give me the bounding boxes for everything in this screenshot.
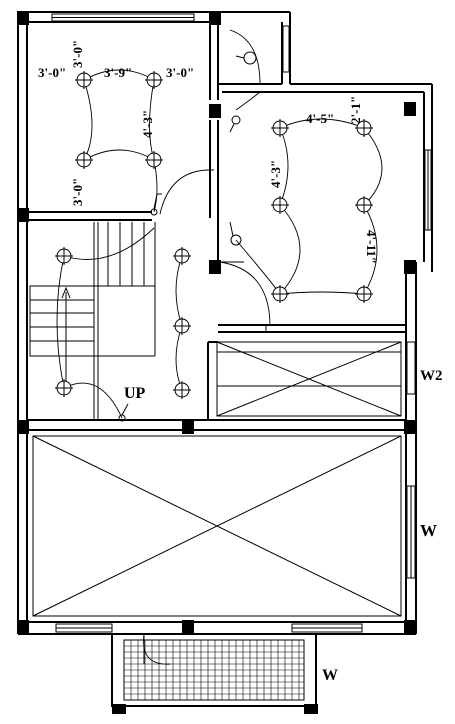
column (404, 260, 416, 274)
electrical-layout (55, 51, 383, 422)
window-label-w: W (420, 521, 437, 540)
column (209, 260, 221, 274)
windows (51, 13, 432, 633)
columns (17, 11, 416, 634)
light-point-icon (355, 285, 373, 303)
column (182, 420, 194, 434)
porch-post (304, 704, 318, 714)
light-point-icon (55, 247, 73, 265)
column (209, 104, 221, 118)
light-point-icon (355, 119, 373, 137)
dim-label: 4'-5" (306, 111, 334, 126)
column (17, 208, 29, 222)
interior-walls (27, 22, 406, 431)
column (404, 102, 416, 116)
column (17, 420, 29, 434)
dim-label: 4'-11" (364, 230, 379, 264)
dim-label: 3'-0" (166, 65, 194, 80)
porch-post (112, 704, 126, 714)
light-point-icon (55, 379, 73, 397)
switch-board (229, 221, 242, 246)
doors (143, 29, 271, 665)
dim-label: 3'-9" (104, 65, 132, 80)
switch-board (118, 403, 129, 422)
column (17, 620, 29, 634)
dim-label: 3'-0" (70, 40, 85, 68)
column (182, 620, 194, 634)
window-label-w2: W2 (420, 368, 443, 384)
light-point-icon (75, 151, 93, 169)
dim-label: 2'-1" (348, 96, 363, 124)
light-point-icon (75, 71, 93, 89)
cross-areas (32, 341, 402, 617)
light-point-icon (145, 71, 163, 89)
staircase (29, 222, 156, 420)
room-labels: UP W2 W W (124, 368, 443, 684)
light-point-icon (145, 151, 163, 169)
column (209, 11, 221, 25)
light-point-icon (271, 285, 289, 303)
stair-up-label: UP (124, 385, 146, 402)
dim-label: 4'-3" (268, 160, 283, 188)
light-point-icon (271, 119, 289, 137)
column (404, 420, 416, 434)
switch-board (150, 193, 162, 216)
window-label-w: W (322, 667, 338, 684)
porch (111, 633, 318, 714)
light-point-icon (271, 196, 289, 214)
dimension-labels: 3'-0" 3'-0" 3'-9" 3'-0" 4'-3" 3'-0" 4'-5… (38, 40, 379, 264)
switch-board (229, 115, 241, 133)
dim-label: 3'-0" (70, 178, 85, 206)
dim-label: 3'-0" (38, 65, 66, 80)
light-point-icon (355, 196, 373, 214)
light-point-icon (173, 381, 191, 399)
dim-label: 4'-3" (140, 110, 155, 138)
light-point-icon (173, 247, 191, 265)
light-point-icon (173, 317, 191, 335)
switch-board (235, 51, 257, 65)
column (17, 11, 29, 25)
column (404, 620, 416, 634)
exterior-walls (17, 11, 433, 635)
